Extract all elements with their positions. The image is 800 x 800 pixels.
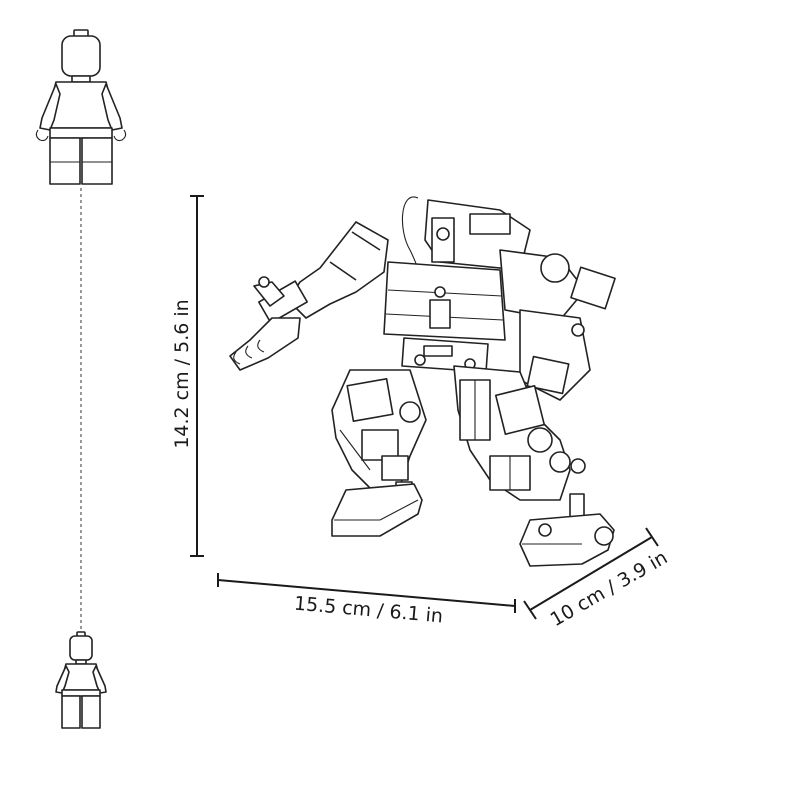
height-dimension: 14.2 cm / 5.6 in: [171, 195, 204, 557]
small-minifigure: [55, 631, 107, 729]
height-label: 14.2 cm / 5.6 in: [171, 299, 193, 448]
large-minifigure: [35, 29, 127, 185]
width-dimension: 15.5 cm / 6.1 in: [217, 573, 516, 627]
mech-model-drawing: [229, 196, 616, 567]
